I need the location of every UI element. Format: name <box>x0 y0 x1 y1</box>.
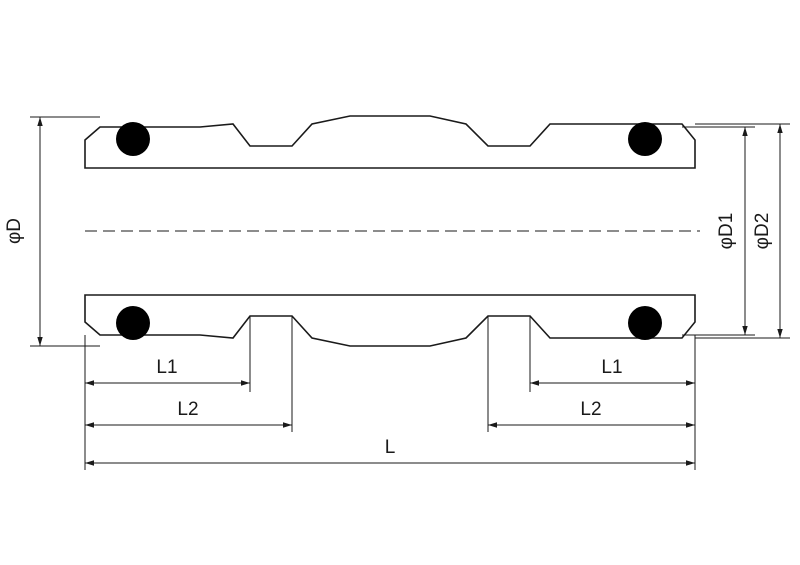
label-l-total: L <box>385 437 396 458</box>
label-phi-d2: φD2 <box>752 213 773 250</box>
dimension-l2-right: L2 <box>488 399 695 428</box>
dimension-l-total: L <box>85 437 695 466</box>
dimension-l1-left: L1 <box>85 357 250 386</box>
dimension-l1-right: L1 <box>530 357 695 386</box>
dimension-l2-left: L2 <box>85 399 292 428</box>
dimension-phi-d1: φD1 <box>682 126 755 336</box>
label-phi-d1: φD1 <box>716 213 737 250</box>
o-ring-top-right <box>628 122 662 156</box>
o-ring-bottom-right <box>628 306 662 340</box>
upper-wall-section <box>84 115 696 169</box>
o-ring-top-left <box>116 122 150 156</box>
label-l1-right: L1 <box>601 357 622 378</box>
o-ring-bottom-left <box>116 306 150 340</box>
label-phi-d: φD <box>4 218 25 244</box>
label-l1-left: L1 <box>156 357 177 378</box>
dimension-phi-d2: φD2 <box>695 123 790 339</box>
dimension-phi-d: φD <box>4 116 100 347</box>
label-l2-left: L2 <box>177 399 198 420</box>
lower-wall-section <box>84 294 696 347</box>
label-l2-right: L2 <box>580 399 601 420</box>
